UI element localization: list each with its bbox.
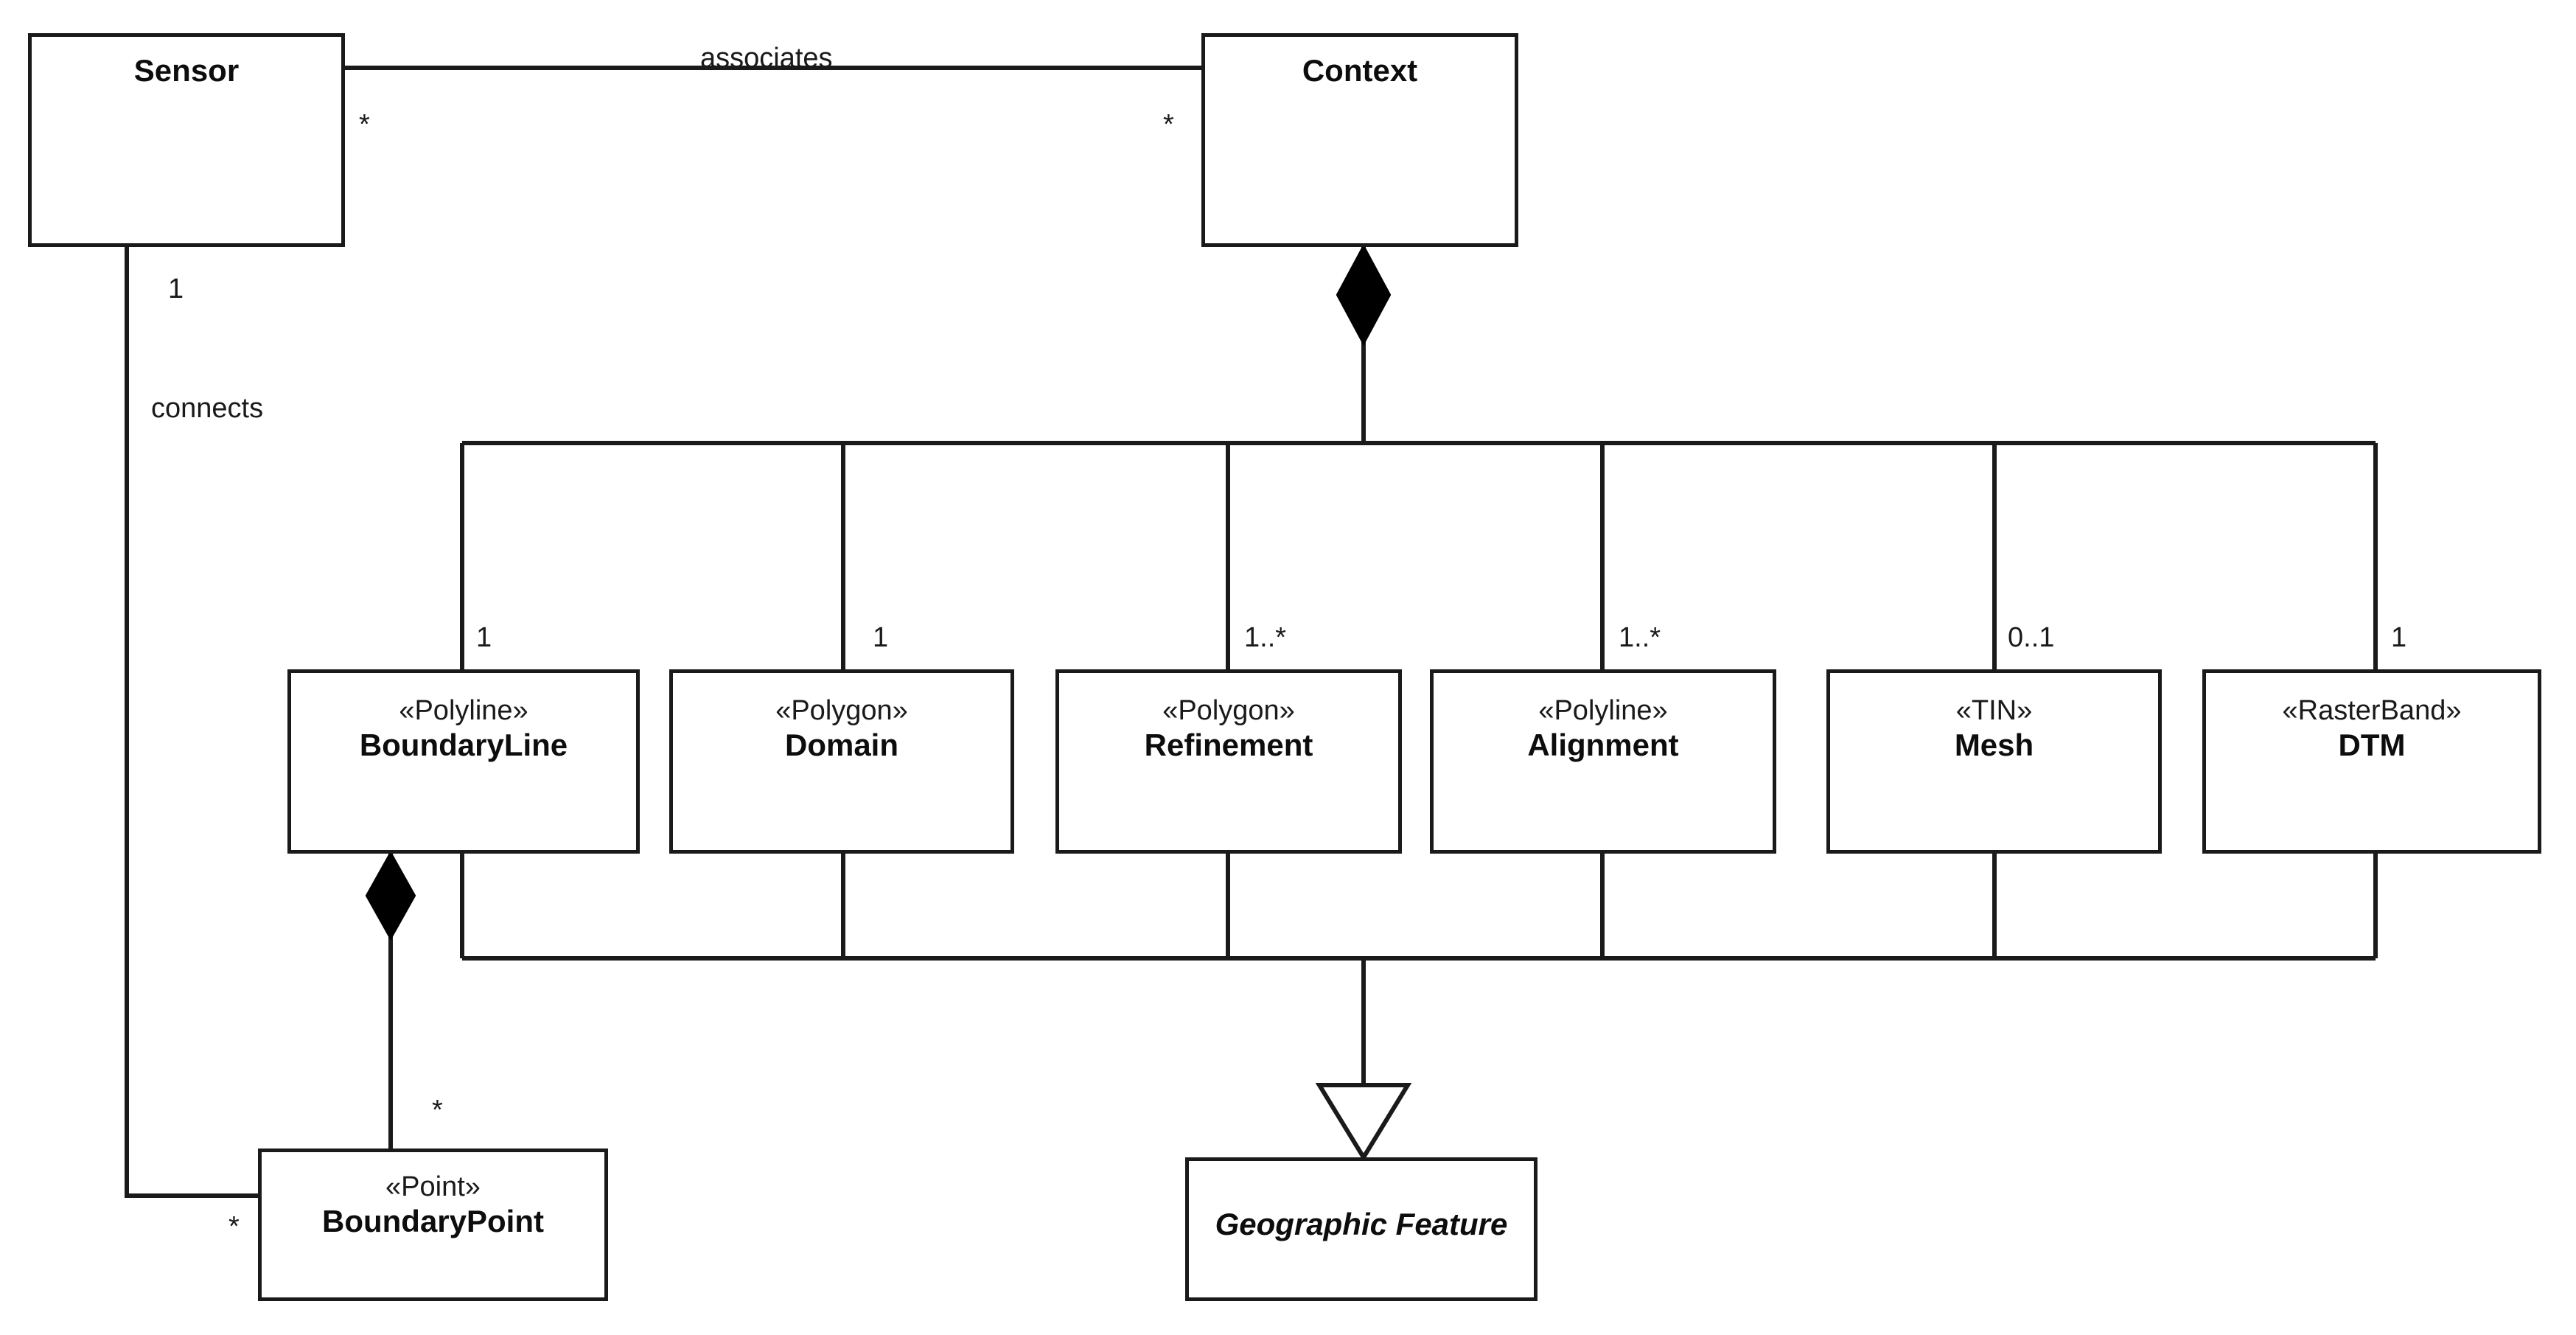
generalization-arrow-hollow xyxy=(1315,1083,1412,1162)
multiplicity-context-associates: * xyxy=(1163,109,1174,140)
class-stereotype-alignment: «Polyline» xyxy=(1538,695,1668,726)
class-stereotype-refinement: «Polygon» xyxy=(1162,695,1295,726)
class-box-alignment[interactable]: «Polyline» Alignment xyxy=(1430,669,1776,854)
class-box-geographic-feature[interactable]: Geographic Feature xyxy=(1185,1157,1537,1301)
class-box-sensor[interactable]: Sensor xyxy=(28,33,345,247)
class-stereotype-mesh: «TIN» xyxy=(1955,695,2033,726)
class-stereotype-domain: «Polygon» xyxy=(775,695,908,726)
multiplicity-boundarypoint-connects: * xyxy=(228,1211,240,1242)
multiplicity-domain: 1 xyxy=(873,622,889,653)
multiplicity-sensor-associates: * xyxy=(359,109,370,140)
class-stereotype-dtm: «RasterBand» xyxy=(2282,695,2462,726)
association-label-connects: connects xyxy=(151,393,264,424)
class-stereotype-boundarypoint: «Point» xyxy=(385,1171,481,1202)
class-name-alignment: Alignment xyxy=(1527,727,1679,762)
multiplicity-sensor-connects: 1 xyxy=(168,273,184,304)
class-name-boundarypoint: BoundaryPoint xyxy=(322,1203,544,1238)
class-box-boundarypoint[interactable]: «Point» BoundaryPoint xyxy=(258,1148,608,1301)
multiplicity-alignment: 1..* xyxy=(1619,622,1661,653)
multiplicity-mesh: 0..1 xyxy=(2008,622,2055,653)
class-name-refinement: Refinement xyxy=(1144,727,1313,762)
class-stereotype-boundaryline: «Polyline» xyxy=(399,695,528,726)
association-label-associates: associates xyxy=(700,43,833,74)
class-name-boundaryline: BoundaryLine xyxy=(359,727,568,762)
multiplicity-boundaryline: 1 xyxy=(476,622,492,653)
class-box-boundaryline[interactable]: «Polyline» BoundaryLine xyxy=(287,669,640,854)
class-name-context: Context xyxy=(1302,53,1418,88)
multiplicity-dtm: 1 xyxy=(2391,622,2407,653)
class-name-domain: Domain xyxy=(784,727,898,762)
class-box-refinement[interactable]: «Polygon» Refinement xyxy=(1055,669,1402,854)
class-box-mesh[interactable]: «TIN» Mesh xyxy=(1826,669,2162,854)
composition-diamond-context xyxy=(1336,243,1392,346)
multiplicity-boundarypoint-composition: * xyxy=(432,1095,443,1126)
class-box-domain[interactable]: «Polygon» Domain xyxy=(669,669,1014,854)
class-name-mesh: Mesh xyxy=(1954,727,2034,762)
class-name-dtm: DTM xyxy=(2338,727,2406,762)
class-box-context[interactable]: Context xyxy=(1201,33,1518,247)
multiplicity-refinement: 1..* xyxy=(1244,622,1287,653)
composition-diamond-boundaryline xyxy=(365,850,416,941)
class-name-sensor: Sensor xyxy=(133,53,240,88)
edge-sensor-boundarypoint xyxy=(125,247,258,1198)
class-name-geographic-feature: Geographic Feature xyxy=(1215,1207,1508,1241)
class-box-dtm[interactable]: «RasterBand» DTM xyxy=(2202,669,2541,854)
